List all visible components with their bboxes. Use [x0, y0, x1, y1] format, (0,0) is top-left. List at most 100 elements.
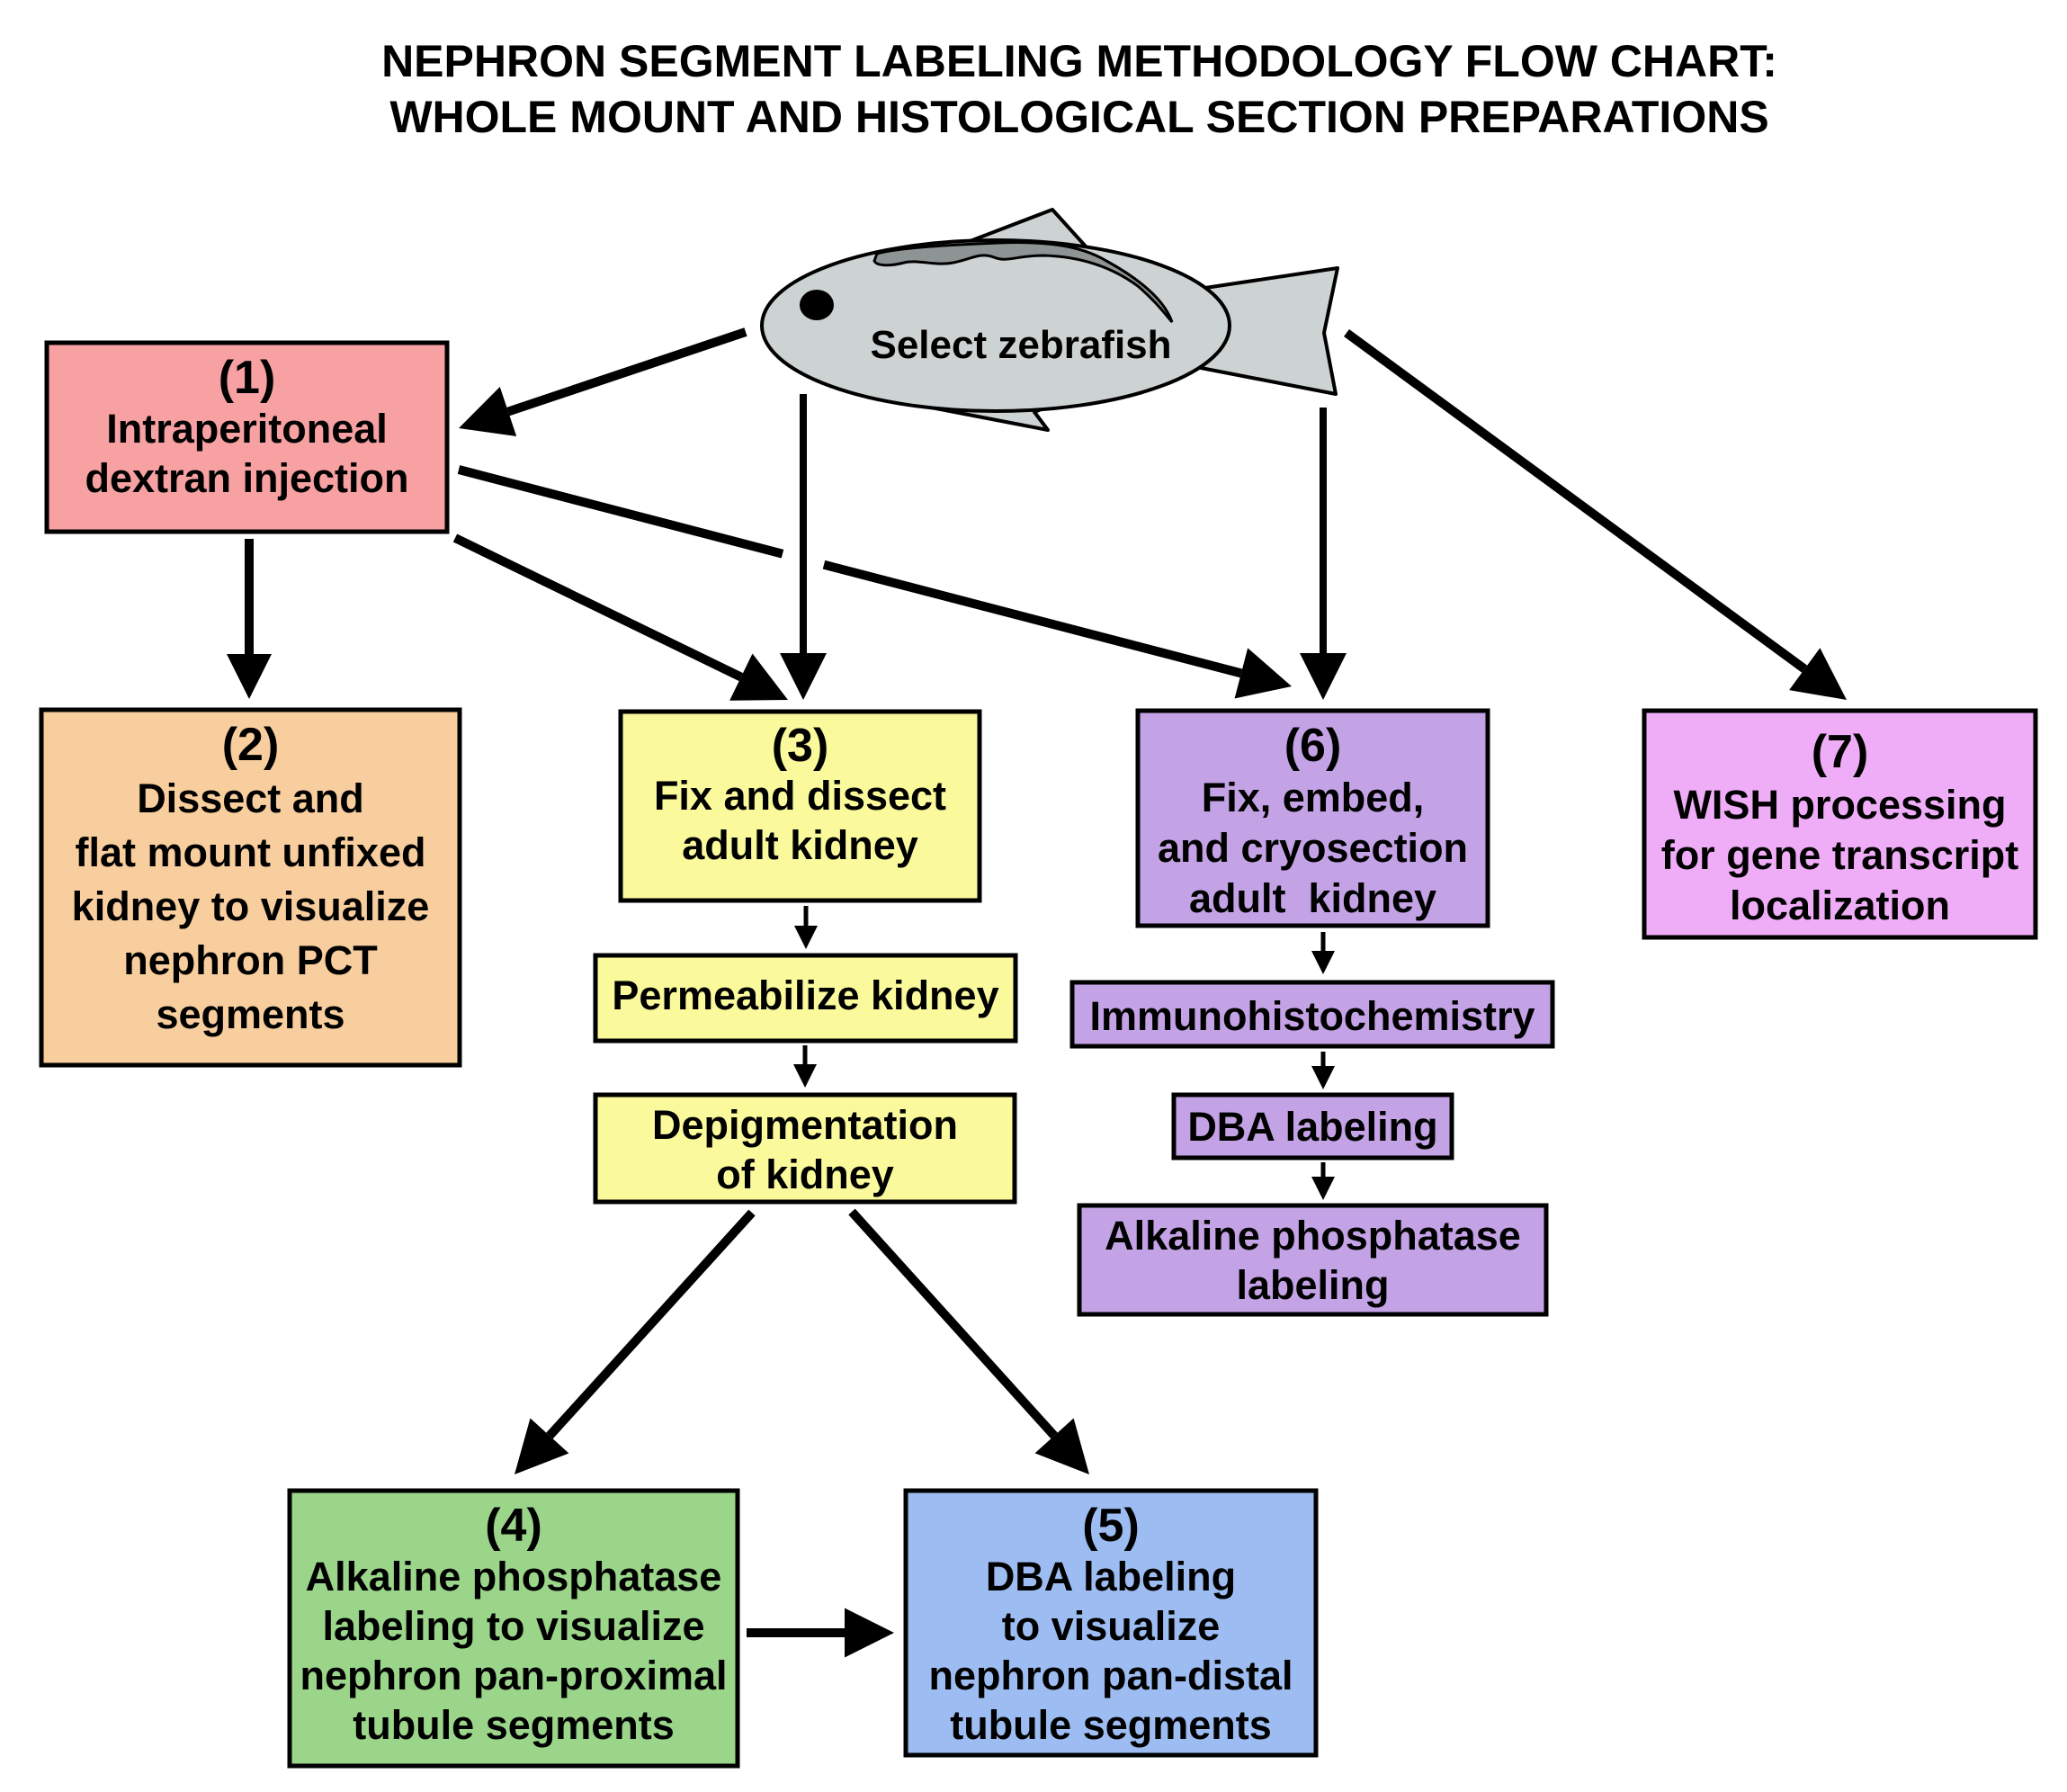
step-box-background — [1135, 708, 1490, 928]
step-text-line: nephron PCT — [123, 937, 377, 983]
arrow-step-3b-to-step-4 — [515, 1209, 756, 1474]
step-text-line: Fix, embed, — [1202, 775, 1425, 820]
fish-body — [760, 238, 1231, 413]
step-box-background — [44, 340, 450, 534]
arrowhead-icon — [794, 926, 818, 949]
step-text-line: dextran injection — [85, 455, 408, 501]
arrow-step-3a-to-step-3b — [793, 1045, 817, 1088]
step-box-background — [618, 709, 982, 903]
step-box-background — [287, 1488, 740, 1769]
arrowhead-icon — [515, 1418, 569, 1474]
step-box-6b[interactable]: DBA labeling — [1171, 1092, 1454, 1160]
step-box-background — [1077, 1203, 1549, 1317]
arrowhead-icon — [1034, 1418, 1089, 1474]
zebrafish-icon[interactable]: Select zebrafish — [760, 208, 1339, 432]
arrow-start-to-step-3 — [780, 394, 827, 700]
step-number: (5) — [1082, 1500, 1140, 1552]
arrowhead-icon — [1311, 1177, 1335, 1200]
step-text-line: to visualize — [1002, 1603, 1221, 1649]
step-text-line: and cryosection — [1158, 825, 1468, 871]
connectors — [227, 327, 1847, 1658]
step-box-background — [1642, 708, 2038, 940]
arrowhead-icon — [1300, 653, 1347, 700]
step-box-background — [593, 1092, 1017, 1205]
step-text-line: segments — [156, 991, 344, 1037]
step-text-line: DBA labeling — [986, 1554, 1236, 1599]
step-text-line: Alkaline phosphatase — [306, 1554, 722, 1599]
arrow-step-1-to-step-6 — [457, 465, 1292, 699]
arrowhead-icon — [1234, 648, 1292, 699]
arrowhead-icon — [780, 653, 827, 700]
step-box-background — [903, 1488, 1319, 1758]
step-box-background — [593, 953, 1018, 1044]
arrow-shaft — [506, 327, 747, 417]
arrow-shaft — [1344, 328, 1808, 673]
arrow-shaft — [457, 465, 784, 559]
arrow-step-6-to-step-6a — [1311, 932, 1335, 974]
step-number: (4) — [485, 1500, 542, 1552]
arrow-start-to-step-6 — [1300, 408, 1347, 700]
step-text-line: for gene transcript — [1661, 832, 2019, 878]
step-text-line: DBA labeling — [1187, 1104, 1437, 1150]
arrow-shaft — [546, 1209, 756, 1439]
step-text-line: Immunohistochemistry — [1089, 993, 1535, 1039]
step-text-line: Permeabilize kidney — [612, 972, 998, 1018]
step-text-line: kidney to visualize — [72, 883, 430, 929]
step-text-line: nephron pan-proximal — [300, 1653, 727, 1698]
step-text-line: localization — [1730, 883, 1950, 928]
arrow-step-3-to-step-3a — [794, 906, 818, 949]
arrowhead-icon — [793, 1064, 817, 1088]
arrowhead-icon — [1311, 1066, 1335, 1089]
arrowhead-icon — [1311, 951, 1335, 974]
arrowhead-icon — [227, 654, 272, 699]
arrow-start-to-step-7 — [1344, 328, 1847, 700]
step-box-background — [1171, 1092, 1454, 1160]
step-text-line: adult kidney — [1189, 875, 1436, 921]
arrow-step-4-to-step-5 — [747, 1608, 894, 1658]
step-text-line: tubule segments — [950, 1702, 1272, 1748]
fish-kidney — [872, 241, 1174, 323]
start-node-label: Select zebrafish — [870, 323, 1171, 367]
step-text-line: WISH processing — [1673, 782, 2006, 828]
arrow-shaft — [848, 1208, 1058, 1439]
arrow-step-1-to-step-2 — [227, 539, 272, 699]
arrowhead-icon — [729, 653, 788, 701]
arrow-shaft — [822, 560, 1243, 678]
step-box-background — [39, 707, 462, 1068]
arrow-step-3b-to-step-5 — [848, 1208, 1089, 1474]
step-text-line: labeling — [1236, 1262, 1389, 1308]
step-number: (1) — [219, 352, 276, 404]
arrow-shaft — [452, 533, 744, 682]
step-number: (3) — [772, 720, 829, 772]
step-text-line: Intraperitoneal — [106, 406, 388, 452]
step-text-line: Alkaline phosphatase — [1105, 1213, 1521, 1259]
arrow-start-to-step-1 — [459, 327, 747, 437]
title-line-2: WHOLE MOUNT AND HISTOLOGICAL SECTION PRE… — [389, 92, 1768, 142]
step-text-line: tubule segments — [353, 1702, 675, 1748]
arrow-step-6a-to-step-6b — [1311, 1052, 1335, 1089]
title-line-1: NEPHRON SEGMENT LABELING METHODOLOGY FLO… — [381, 36, 1777, 86]
arrow-step-6b-to-step-6c — [1311, 1162, 1335, 1200]
step-text-line: nephron pan-distal — [929, 1653, 1293, 1698]
step-text-line: adult kidney — [682, 822, 918, 868]
step-number: (7) — [1812, 726, 1869, 778]
step-box-3a[interactable]: Permeabilize kidney — [593, 953, 1018, 1044]
arrowhead-icon — [845, 1608, 894, 1658]
arrowhead-icon — [459, 387, 517, 437]
arrowhead-icon — [1789, 648, 1847, 700]
step-box-6a[interactable]: Immunohistochemistry — [1069, 980, 1555, 1049]
fish-eye-icon — [800, 290, 834, 320]
step-text-line: Depigmentation — [652, 1102, 958, 1148]
